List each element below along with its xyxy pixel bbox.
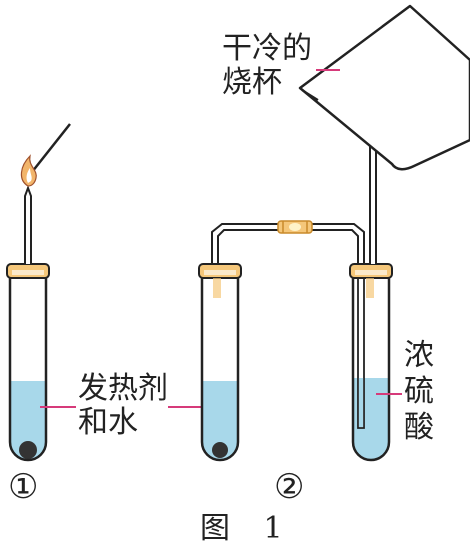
- setup-1-marker: ①: [8, 467, 39, 507]
- test-tube-1: [8, 277, 48, 462]
- heater-water-label: 发热剂 和水: [78, 371, 168, 440]
- setup-1-apparatus: [6, 123, 71, 462]
- setup-2-marker: ②: [274, 467, 305, 507]
- test-tube-3: [351, 277, 391, 462]
- figure-caption: 图 1: [200, 511, 295, 546]
- rubber-connector: [277, 220, 313, 234]
- nozzle-tube-1: [24, 185, 32, 264]
- heating-agent-lump: [19, 441, 37, 459]
- heating-agent-lump-2: [212, 442, 228, 458]
- beaker-label: 干冷的 烧杯: [222, 31, 312, 100]
- test-tube-2: [200, 277, 240, 462]
- setup-2-left-apparatus: [198, 263, 242, 462]
- match-stick: [31, 123, 71, 173]
- heater-water-liquid: [10, 381, 46, 460]
- connecting-tube: [211, 223, 365, 264]
- acid-label: 浓 硫 酸: [404, 338, 434, 445]
- dry-cold-beaker: [298, 4, 470, 171]
- heater-water-liquid-2: [202, 381, 238, 460]
